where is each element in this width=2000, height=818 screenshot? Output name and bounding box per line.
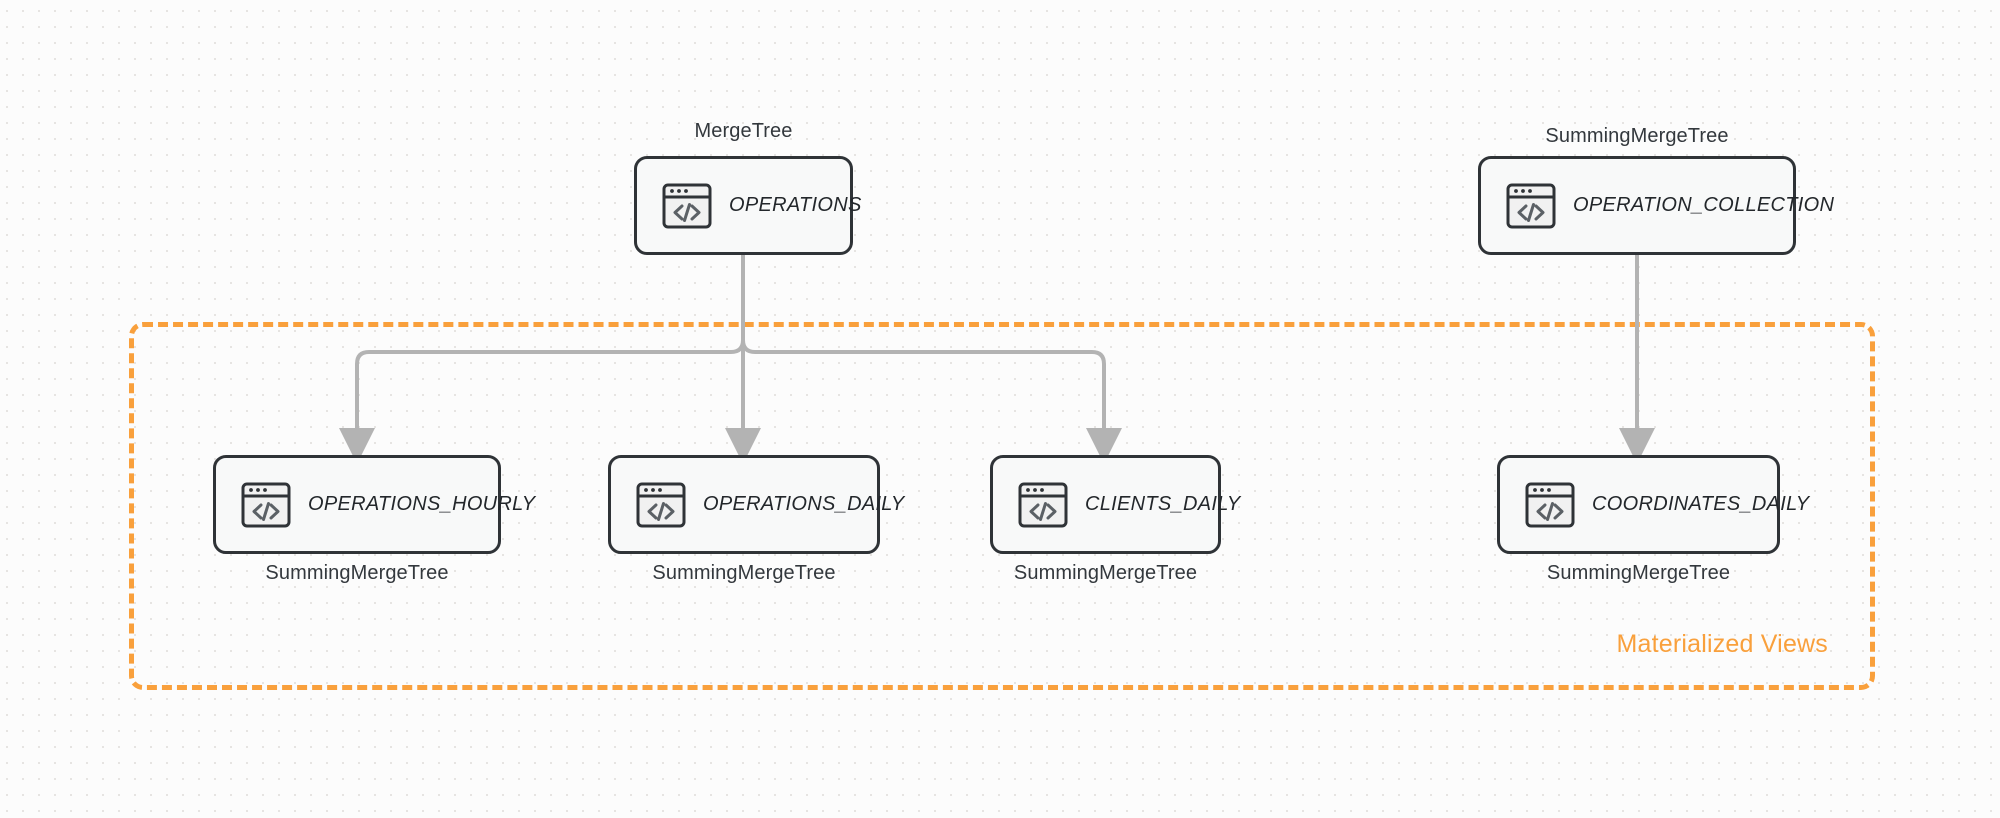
code-window-icon: [241, 482, 291, 527]
node-label-clients-daily: CLIENTS_DAILY: [1085, 493, 1241, 515]
code-window-icon: [1018, 482, 1068, 527]
node-operations[interactable]: OPERATIONS: [634, 156, 861, 255]
code-window-icon: [1525, 482, 1575, 527]
node-operations-daily[interactable]: OPERATIONS_DAILY: [608, 455, 904, 554]
engine-caption-coordinates-daily: SummingMergeTree: [1546, 562, 1731, 584]
engine-caption-clients-daily: SummingMergeTree: [1013, 562, 1198, 584]
code-window-icon: [636, 482, 686, 527]
engine-caption-operations-daily: SummingMergeTree: [652, 562, 836, 584]
node-label-coordinates-daily: COORDINATES_DAILY: [1592, 493, 1810, 515]
node-operations-hourly[interactable]: OPERATIONS_HOURLY: [213, 455, 535, 554]
node-coordinates-daily[interactable]: COORDINATES_DAILY: [1497, 455, 1809, 554]
code-window-icon: [662, 183, 712, 228]
node-label-operations-daily: OPERATIONS_DAILY: [703, 493, 905, 515]
engine-caption-operation-collection: SummingMergeTree: [1545, 125, 1729, 147]
node-label-operations: OPERATIONS: [729, 194, 862, 216]
node-operation-collection[interactable]: OPERATION_COLLECTION: [1478, 156, 1834, 255]
materialized-views-group-label: Materialized Views: [1616, 630, 1828, 658]
engine-caption-operations-hourly: SummingMergeTree: [265, 562, 449, 584]
node-clients-daily[interactable]: CLIENTS_DAILY: [990, 455, 1240, 554]
node-label-operation-collection: OPERATION_COLLECTION: [1573, 194, 1835, 216]
node-label-operations-hourly: OPERATIONS_HOURLY: [308, 493, 536, 515]
engine-caption-operations: MergeTree: [694, 120, 793, 142]
code-window-icon: [1506, 183, 1556, 228]
